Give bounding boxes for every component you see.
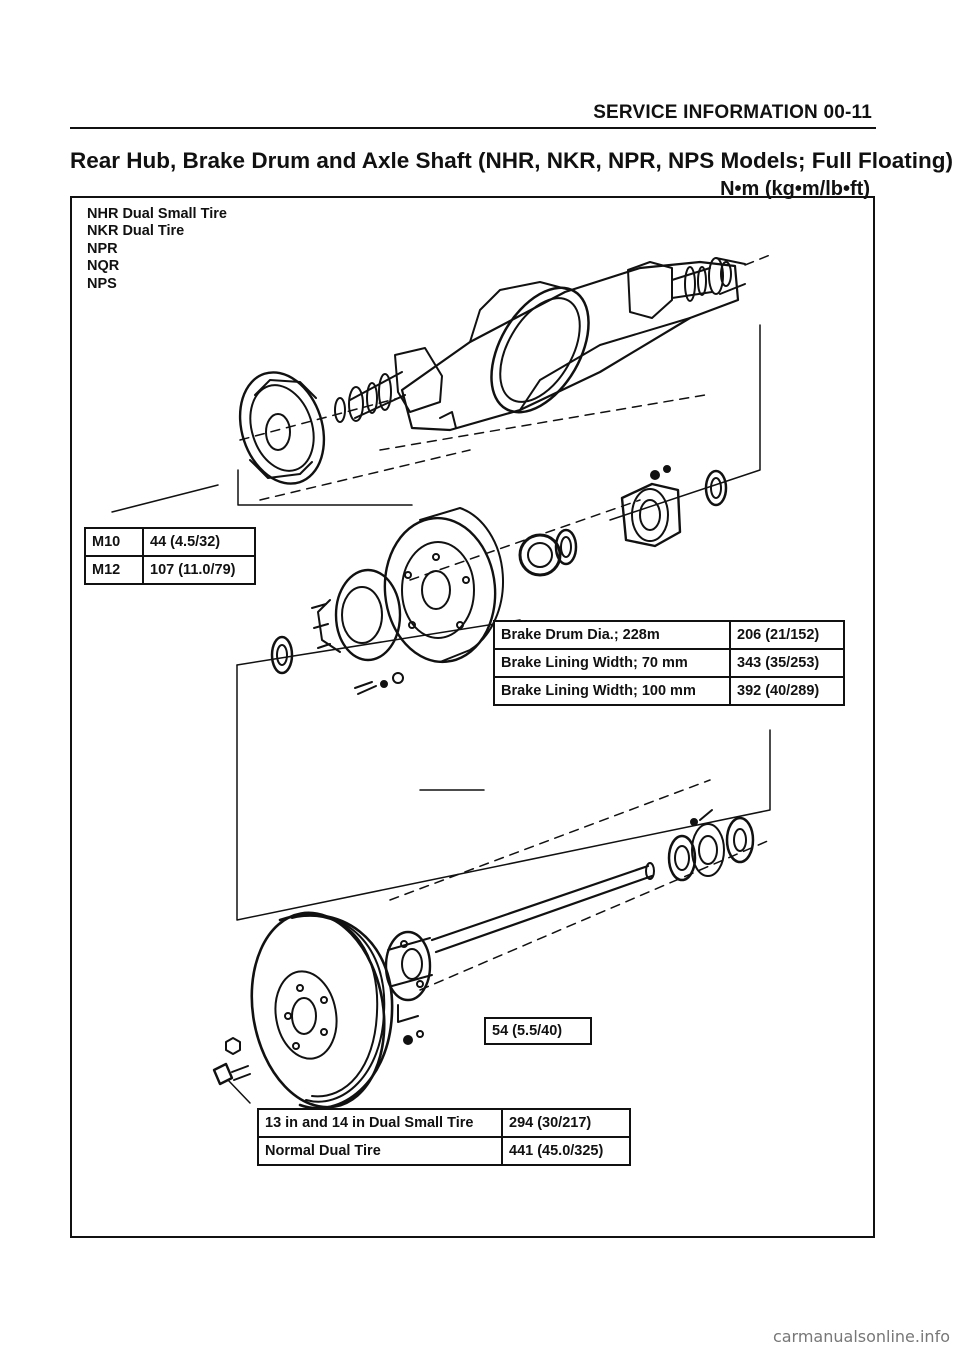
bolt-size: M10 (84, 527, 144, 557)
torque-value: 206 (21/152) (729, 620, 845, 650)
spec-label: Normal Dual Tire (257, 1136, 503, 1166)
spec-label: Brake Drum Dia.; 228m (493, 620, 731, 650)
brake-drum-torque-table: Brake Drum Dia.; 228m 206 (21/152) Brake… (493, 620, 845, 706)
torque-value: 44 (4.5/32) (142, 527, 256, 557)
model-item: NPS (87, 275, 117, 292)
torque-value: 343 (35/253) (729, 648, 845, 678)
model-item: NHR Dual Small Tire (87, 206, 227, 222)
spec-label: 13 in and 14 in Dual Small Tire (257, 1108, 503, 1138)
section-header: SERVICE INFORMATION 00-11 (593, 102, 872, 123)
alignment-lines (239, 254, 771, 991)
model-item: NQR (87, 258, 120, 275)
page-title: Rear Hub, Brake Drum and Axle Shaft (NHR… (70, 148, 954, 173)
wheel-nut-torque-table: 13 in and 14 in Dual Small Tire 294 (30/… (257, 1108, 631, 1166)
spec-label: Brake Lining Width; 100 mm (493, 676, 731, 706)
table-row: Brake Lining Width; 70 mm 343 (35/253) (493, 648, 845, 678)
brake-drum (383, 507, 505, 664)
leader-lines (111, 324, 771, 1104)
spec-label: Brake Lining Width; 70 mm (493, 648, 731, 678)
table-row: 13 in and 14 in Dual Small Tire 294 (30/… (257, 1108, 631, 1138)
tire-and-wheel (212, 911, 394, 1110)
table-row: 54 (5.5/40) (484, 1017, 592, 1045)
table-row: Normal Dual Tire 441 (45.0/325) (257, 1136, 631, 1166)
torque-value: 294 (30/217) (501, 1108, 631, 1138)
flange-torque-table: 54 (5.5/40) (484, 1017, 592, 1045)
torque-value: 392 (40/289) (729, 676, 845, 706)
bolt-size: M12 (84, 555, 144, 585)
axle-shaft (384, 809, 755, 1045)
table-row: M12 107 (11.0/79) (84, 555, 256, 585)
torque-value: 107 (11.0/79) (142, 555, 256, 585)
header-rule (70, 127, 876, 129)
table-row: Brake Lining Width; 100 mm 392 (40/289) (493, 676, 845, 706)
watermark: carmanualsonline.info (772, 1327, 950, 1346)
torque-units: N•m (kg•m/lb•ft) (720, 178, 870, 200)
bolt-torque-table: M10 44 (4.5/32) M12 107 (11.0/79) (84, 527, 256, 585)
wheel-hub (270, 568, 404, 695)
hub-seals-bearings (518, 465, 728, 577)
model-item: NPR (87, 240, 118, 257)
model-item: NKR Dual Tire (87, 223, 185, 240)
model-list: NHR Dual Small Tire NKR Dual Tire NPR NQ… (87, 206, 227, 293)
brake-backing-plate (238, 371, 326, 485)
axle-housing (334, 257, 746, 432)
torque-value: 54 (5.5/40) (484, 1017, 592, 1045)
torque-value: 441 (45.0/325) (501, 1136, 631, 1166)
table-row: M10 44 (4.5/32) (84, 527, 256, 557)
table-row: Brake Drum Dia.; 228m 206 (21/152) (493, 620, 845, 650)
diagram-frame (70, 196, 875, 1238)
